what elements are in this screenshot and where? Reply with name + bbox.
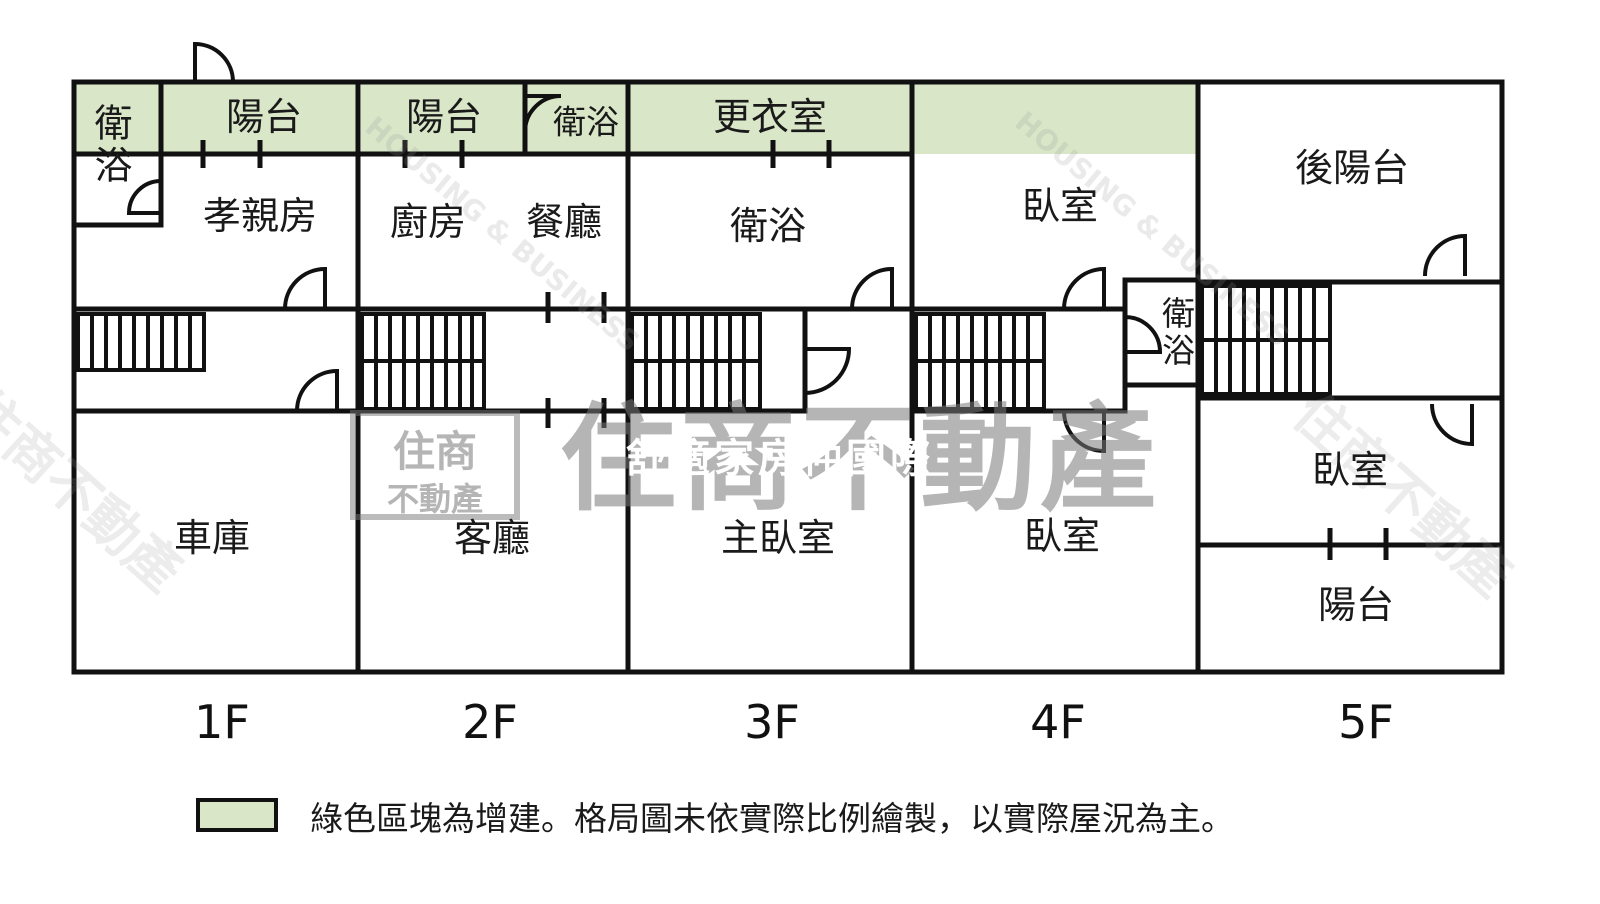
room-3f-bath: 衛浴 xyxy=(729,204,807,248)
watermark-logo-top: 住商 xyxy=(392,427,477,476)
extension-3f-closet xyxy=(630,84,910,154)
stairs-1f xyxy=(76,312,206,372)
door-5f-room xyxy=(1430,403,1474,447)
watermark-logo-bottom: 不動產 xyxy=(386,480,483,518)
door-3f-master xyxy=(804,347,852,395)
extension-4f xyxy=(914,84,1198,154)
room-2f-dining: 餐廳 xyxy=(525,200,603,244)
room-4f-bedroom-bottom: 臥室 xyxy=(1023,514,1101,558)
watermark-logo: 住商 不動產 xyxy=(350,410,520,520)
room-2f-kitchen: 廚房 xyxy=(389,200,467,244)
room-2f-living: 客廳 xyxy=(453,516,531,560)
door-1f-room xyxy=(283,266,327,310)
agency-overlay-text: 舒適家房仲國際 xyxy=(626,436,934,482)
watermark-main: 住商不動產 xyxy=(560,392,1160,527)
room-1f-balcony: 陽台 xyxy=(225,95,303,139)
door-5f-back-balcony xyxy=(1423,233,1467,277)
stairs-5f xyxy=(1200,284,1332,396)
door-3f-bath xyxy=(850,266,894,310)
legend-text: 綠色區塊為增建。格局圖未依實際比例繪製，以實際屋況為主。 xyxy=(310,799,1234,838)
door-1f-bath xyxy=(126,179,162,215)
door-1f-garage xyxy=(295,368,339,412)
floor-label-4f: 4F xyxy=(1030,695,1086,749)
room-2f-balcony: 陽台 xyxy=(405,95,483,139)
door-4f-room xyxy=(1062,266,1106,310)
room-5f-balcony: 陽台 xyxy=(1317,583,1395,627)
room-5f-back-balcony: 後陽台 xyxy=(1294,146,1410,190)
legend-swatch xyxy=(196,798,278,832)
stairs-2f xyxy=(360,312,486,411)
door-2f-bath xyxy=(523,94,562,133)
room-1f-garage: 車庫 xyxy=(173,516,251,560)
door-4f-bath xyxy=(1124,315,1163,354)
floor-label-3f: 3F xyxy=(744,695,800,749)
window-ticks xyxy=(200,140,1389,560)
door-1f-entry xyxy=(193,41,235,83)
stairs-3f xyxy=(630,312,762,411)
room-2f-bath: 衛浴 xyxy=(553,102,619,142)
extension-2f-balcony xyxy=(361,84,525,154)
doors xyxy=(126,41,1474,454)
room-4f-bath: 衛浴 xyxy=(1156,296,1196,370)
floor-label-2f: 2F xyxy=(462,695,518,749)
extension-1f-bath xyxy=(76,84,161,154)
room-3f-closet: 更衣室 xyxy=(712,95,828,139)
floor-label-5f: 5F xyxy=(1338,695,1394,749)
stairs xyxy=(76,284,1332,411)
room-3f-master: 主臥室 xyxy=(720,516,836,560)
stairs-4f xyxy=(914,312,1046,411)
room-1f-elder: 孝親房 xyxy=(202,194,318,238)
room-4f-bedroom-top: 臥室 xyxy=(1021,184,1099,228)
floor-label-1f: 1F xyxy=(194,695,250,749)
room-5f-bedroom: 臥室 xyxy=(1311,448,1389,492)
room-1f-bath: 衛浴 xyxy=(88,103,132,187)
extension-areas xyxy=(76,84,1198,154)
door-4f-room2 xyxy=(1062,410,1106,454)
